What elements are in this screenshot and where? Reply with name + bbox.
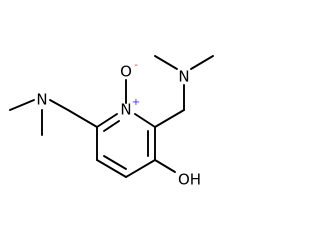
atom-o-oxide: O xyxy=(120,63,132,81)
atom-oh: OH xyxy=(178,171,201,189)
bond-c6-ch2 xyxy=(67,109,98,128)
bond-c2-ch2 xyxy=(154,109,185,128)
bond-ch2-nleft xyxy=(49,99,69,111)
bond-nright-me2 xyxy=(190,55,214,70)
o-oxide-charge: - xyxy=(134,60,138,71)
atom-n-right: N xyxy=(178,68,189,86)
bond-c6-n1-inner xyxy=(103,120,120,132)
molecule-diagram: N N N + O - OH xyxy=(9,55,214,189)
bond-nleft-me1 xyxy=(9,99,35,111)
bond-c6-n1 xyxy=(96,113,118,128)
bond-n1-c2 xyxy=(134,113,156,128)
bond-layer xyxy=(9,55,214,178)
bond-c4-c5-inner xyxy=(103,155,127,170)
n-ring-charge: + xyxy=(132,97,140,108)
bond-c3-c4 xyxy=(125,159,156,178)
atom-n-ring: N xyxy=(120,101,131,119)
bond-c4-c5 xyxy=(96,159,127,178)
atom-n-left: N xyxy=(36,91,47,109)
bond-nright-me1 xyxy=(154,55,178,70)
atom-layer: N N N + O - OH xyxy=(36,60,201,189)
bond-c3-oh xyxy=(154,159,176,173)
